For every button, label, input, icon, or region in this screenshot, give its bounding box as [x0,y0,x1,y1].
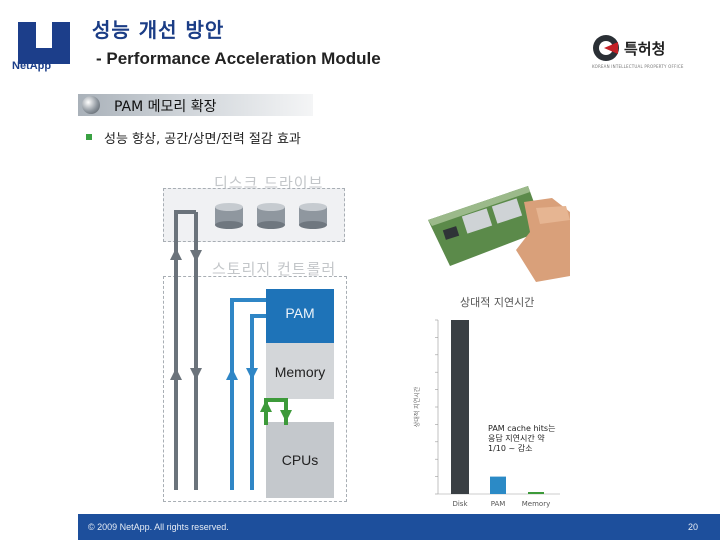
netapp-logo-icon [18,22,70,64]
chart-bar [490,476,506,494]
disk-cylinder-icon [299,203,327,229]
chart-annotation-line: 1/10 ~ 감소 [488,444,533,453]
page-title: 성능 개선 방안 [92,18,225,42]
cpu-block-label: CPUs [281,452,319,468]
chart-title: 상대적 지연시간 [460,296,535,309]
bullet-text: 성능 향상, 공간/상면/전력 절감 효과 [104,132,301,147]
pam-block [266,289,334,343]
pam-block-label: PAM [285,305,315,321]
netapp-logo-text: NetApp [12,60,52,72]
chart-x-tick-label: PAM [491,500,506,508]
copyright-text: © 2009 NetApp. All rights reserved. [88,522,229,532]
latency-chart: 상대적 지연시간 Disk PAM Memory [413,319,560,508]
disk-cylinder-icon [215,203,243,229]
pam-data-path [230,298,266,490]
square-bullet-icon [86,134,92,140]
cpu-block [266,422,334,498]
kipo-logo-subtext: KOREAN INTELLECTUAL PROPERTY OFFICE [592,64,684,69]
chart-x-tick-label: Disk [452,500,468,508]
pam-path-arrow-icons [226,368,258,380]
kipo-logo-label: 특허청 [624,40,665,58]
page-number: 20 [688,522,699,532]
memory-block [266,343,334,399]
chart-annotation-line: PAM cache hits는 [488,424,556,433]
chart-bar [451,320,469,494]
storage-controller-label: 스토리지 컨트롤러 [212,260,337,278]
section-heading-bar [78,94,313,116]
memory-block-label: Memory [274,364,326,380]
chart-annotation-line: 응답 지연시간 약 [488,434,545,443]
disk-path-arrow-icons [170,248,202,380]
chart-x-tick-label: Memory [522,500,550,508]
chart-y-label: 상대적 지연시간 [413,386,421,427]
section-heading: PAM 메모리 확장 [114,99,217,115]
footer-bar [78,514,720,540]
kipo-logo-icon: 특허청 [593,35,665,61]
disk-drive-label: 디스크 드라이브 [214,174,324,192]
disk-cylinder-icon [257,203,285,229]
memory-path-arrow-icons [260,400,292,422]
storage-controller-box [163,276,347,502]
page-subtitle: - Performance Acceleration Module [96,49,381,68]
sphere-bullet-icon [82,96,100,114]
pam-card-photo-icon [428,186,570,282]
chart-bar [528,492,544,494]
chart-annotation: PAM cache hits는 응답 지연시간 약 1/10 ~ 감소 [488,424,572,454]
